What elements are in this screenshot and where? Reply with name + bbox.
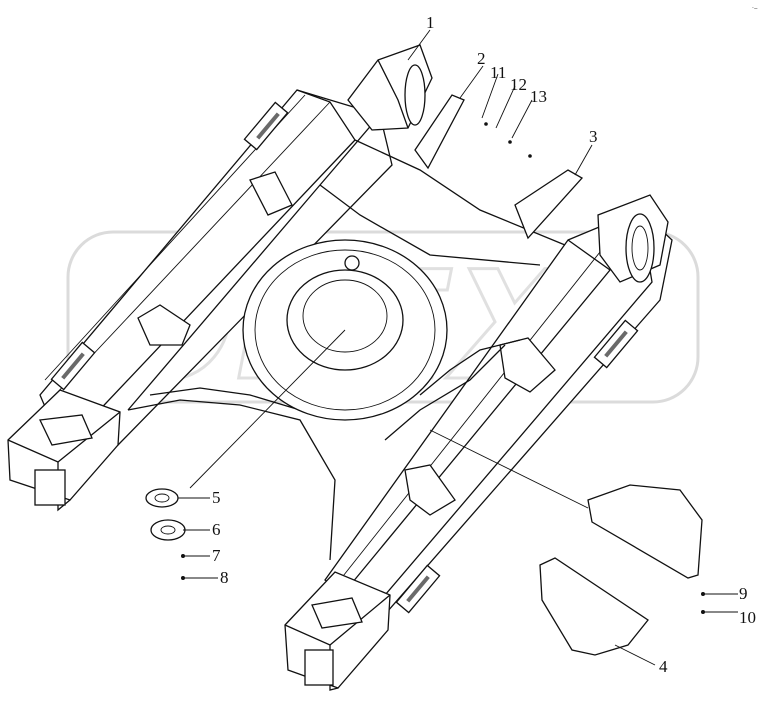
leader-lines bbox=[178, 29, 738, 666]
cover-plates-lower bbox=[539, 484, 703, 656]
callout-11: 11 bbox=[490, 63, 506, 82]
callout-3: 3 bbox=[589, 127, 598, 146]
cover-plates-upper bbox=[414, 94, 584, 240]
gasket-set bbox=[145, 488, 186, 580]
callout-6: 6 bbox=[212, 520, 221, 539]
callout-7: 7 bbox=[212, 546, 221, 565]
callout-13: 13 bbox=[530, 87, 547, 106]
right-beam bbox=[284, 194, 673, 691]
corner-mark: ·‒ bbox=[752, 5, 758, 12]
left-beam bbox=[7, 44, 433, 512]
callout-12: 12 bbox=[510, 75, 527, 94]
callout-10: 10 bbox=[739, 608, 756, 627]
callout-5: 5 bbox=[212, 488, 221, 507]
callout-4: 4 bbox=[659, 657, 668, 676]
lower-frame-drawing bbox=[7, 44, 705, 691]
callout-labels: 1 2 11 12 13 3 4 5 6 7 8 9 10 bbox=[212, 13, 756, 676]
callout-9: 9 bbox=[739, 584, 748, 603]
callout-1: 1 bbox=[426, 13, 435, 32]
callout-8: 8 bbox=[220, 568, 229, 587]
bolts bbox=[484, 122, 705, 614]
callout-2: 2 bbox=[477, 49, 486, 68]
